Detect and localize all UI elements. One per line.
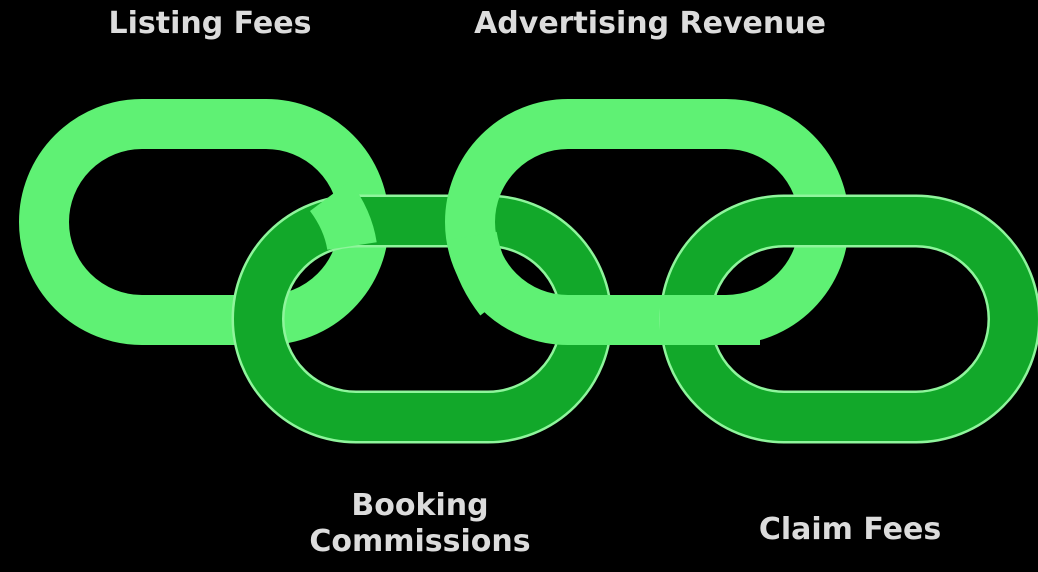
label-listing-fees: Listing Fees	[108, 6, 312, 41]
interlock-overlaps	[309, 181, 760, 345]
label-claim-fees: Claim Fees	[758, 512, 942, 547]
label-booking-commissions: Booking Commissions	[309, 488, 531, 559]
label-advertising-revenue: Advertising Revenue	[474, 6, 826, 41]
